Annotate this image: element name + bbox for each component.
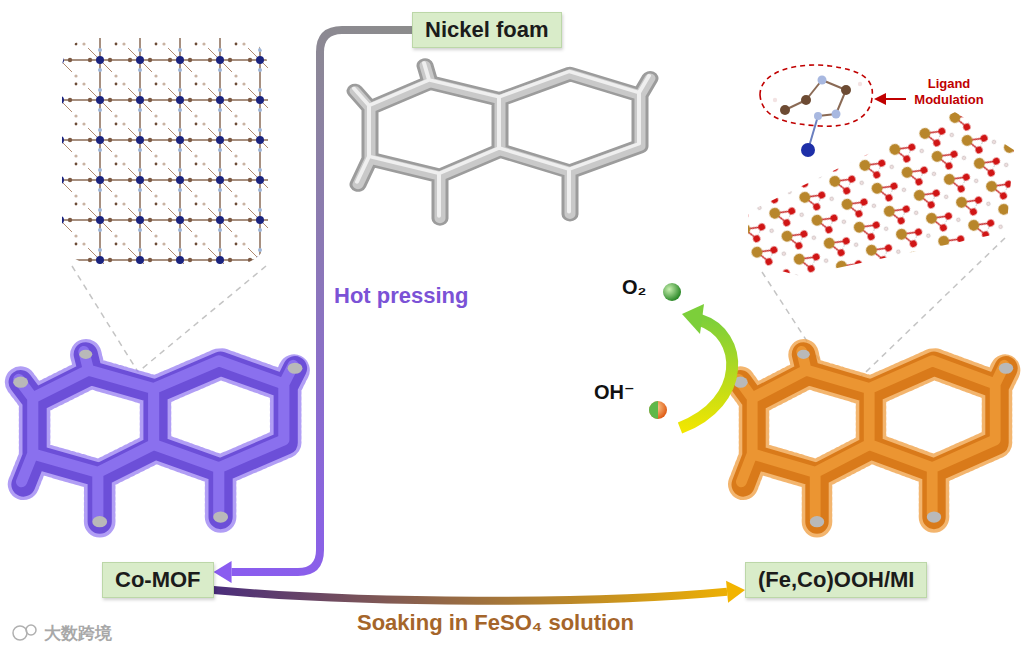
co-mof-foam: [288, 363, 303, 374]
oer-arrow: [682, 304, 704, 334]
watermark: 大数跨境: [44, 622, 112, 645]
oer-arrow: [680, 320, 732, 428]
feco-ooh-foam: [810, 516, 824, 527]
nickel-foam: [354, 63, 650, 219]
mof-structure: [62, 38, 268, 264]
ooh-structure: [814, 112, 822, 120]
oer-arrow: [649, 283, 732, 428]
ooh-structure: [760, 65, 872, 126]
co-mof-foam: [13, 350, 302, 528]
box-label: (Fe,Co)OOH/MI: [758, 566, 914, 594]
nickel-foam: [355, 66, 650, 219]
watermark-icon: [13, 626, 27, 640]
co-mof-foam: [19, 352, 293, 519]
co-mof-foam: [79, 350, 92, 359]
connector-line: [214, 590, 728, 601]
arrowhead: [214, 561, 232, 583]
formula-label: O₂: [622, 276, 646, 299]
edge-label: Soaking in FeSO₄ solution: [357, 610, 634, 636]
ooh-structure: [884, 98, 906, 100]
ooh-structure: [874, 93, 886, 105]
formula-label: OH⁻: [594, 380, 635, 404]
nickel-foam: [354, 63, 649, 216]
ooh-structure: [858, 82, 862, 86]
feco-ooh-foam: [999, 363, 1013, 374]
process-arrow: [214, 581, 745, 603]
edge-label: Hot pressing: [334, 283, 468, 309]
oer-arrow: [649, 401, 658, 419]
annotation-label: Ligand Modulation: [903, 76, 995, 107]
ooh-structure: [818, 76, 827, 85]
feco-ooh-foam: [927, 511, 941, 522]
ooh-structure: [748, 112, 1014, 276]
oer-arrow: [649, 401, 667, 419]
feco-ooh-foam: [739, 352, 1005, 519]
co-mof-foam: [213, 511, 228, 522]
box-label: Co-MOF: [115, 566, 201, 594]
process-box: Co-MOF: [102, 562, 214, 598]
arrowhead: [726, 581, 745, 603]
ooh-structure: [748, 65, 1014, 276]
ooh-structure: [832, 110, 841, 119]
ooh-structure: [841, 85, 851, 95]
feco-ooh-foam: [733, 350, 1013, 528]
oer-arrow: [663, 283, 681, 301]
watermark-icon: [26, 625, 36, 635]
co-mof-foam: [92, 516, 107, 527]
feco-ooh-foam: [797, 350, 810, 359]
co-mof-foam: [13, 377, 28, 388]
ooh-structure: [780, 105, 790, 115]
process-box: Nickel foam: [412, 12, 562, 48]
mof-structure: [62, 38, 268, 264]
process-box: (Fe,Co)OOH/MI: [745, 562, 927, 598]
ooh-structure: [773, 98, 777, 102]
watermark-icon: [13, 625, 36, 640]
ooh-structure: [801, 95, 811, 105]
ooh-structure: [801, 143, 815, 157]
box-label: Nickel foam: [425, 16, 549, 44]
leader-line: [72, 266, 138, 372]
nickel-foam: [355, 66, 650, 219]
